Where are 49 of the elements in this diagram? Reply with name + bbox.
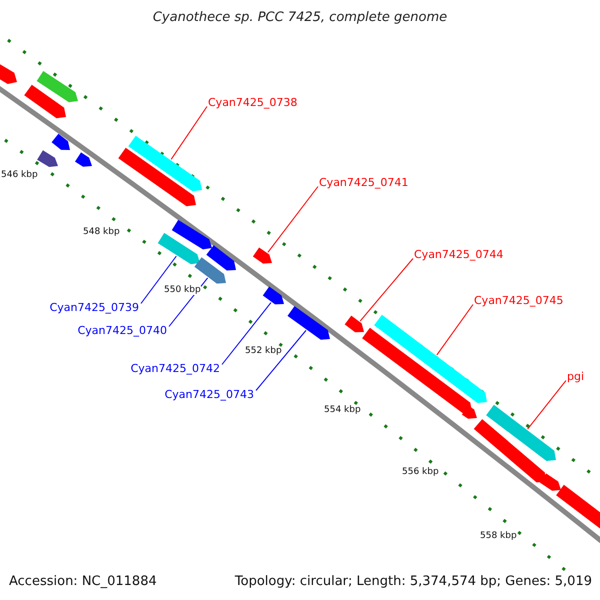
- gene-feature: [288, 306, 330, 340]
- genome-stats-text: Topology: circular; Length: 5,374,574 bp; Genes: 5,019: [234, 575, 592, 588]
- scale-label: 558 kbp: [480, 532, 517, 541]
- gene-label: Cyan7425_0738: [208, 97, 298, 108]
- leader-line: [170, 106, 208, 160]
- scale-label: 548 kbp: [83, 228, 120, 237]
- gene-label: pgi: [567, 371, 584, 382]
- gene-feature: [262, 286, 284, 304]
- leader-line: [360, 258, 414, 322]
- gene-feature: [37, 150, 58, 167]
- gene-feature: [252, 248, 272, 264]
- gene-feature: [474, 419, 546, 482]
- accession-text: Accession: NC_011884: [9, 575, 157, 588]
- gene-label: Cyan7425_0745: [474, 295, 564, 306]
- scale-label: 546 kbp: [1, 171, 38, 180]
- gene-feature: [118, 148, 196, 206]
- leader-line: [222, 302, 272, 365]
- leader-line: [267, 186, 318, 253]
- gene-label: Cyan7425_0743: [164, 389, 254, 400]
- gene-feature: [52, 134, 70, 150]
- gene-feature: [36, 71, 78, 102]
- gene-feature: [374, 314, 487, 403]
- gene-label: Cyan7425_0744: [414, 249, 504, 260]
- scale-label: 554 kbp: [324, 406, 361, 415]
- gene-feature: [194, 257, 226, 284]
- gene-label: Cyan7425_0741: [319, 177, 408, 188]
- gene-feature: [128, 136, 202, 192]
- gene-label: Cyan7425_0742: [130, 363, 220, 374]
- gene-feature: [462, 405, 477, 419]
- gene-feature: [24, 84, 66, 118]
- gene-feature: [486, 404, 556, 461]
- scale-label: 550 kbp: [164, 286, 201, 295]
- gene-label: Cyan7425_0739: [50, 302, 139, 313]
- gene-feature: [344, 316, 364, 332]
- leader-line: [527, 380, 566, 430]
- scale-label: 556 kbp: [402, 468, 439, 477]
- leader-line: [436, 304, 474, 356]
- gene-feature: [362, 328, 472, 413]
- gene-label: Cyan7425_0740: [78, 325, 167, 336]
- leader-line: [256, 330, 307, 391]
- scale-label: 552 kbp: [245, 347, 282, 356]
- gene-feature: [556, 484, 600, 529]
- gene-feature: [172, 220, 212, 250]
- gene-feature: [540, 473, 561, 491]
- gene-feature: [75, 152, 92, 167]
- leader-line: [140, 256, 177, 304]
- gene-feature: [158, 232, 200, 264]
- title: Cyanothece sp. PCC 7425, complete genome: [152, 11, 448, 24]
- gene-feature: [206, 245, 236, 270]
